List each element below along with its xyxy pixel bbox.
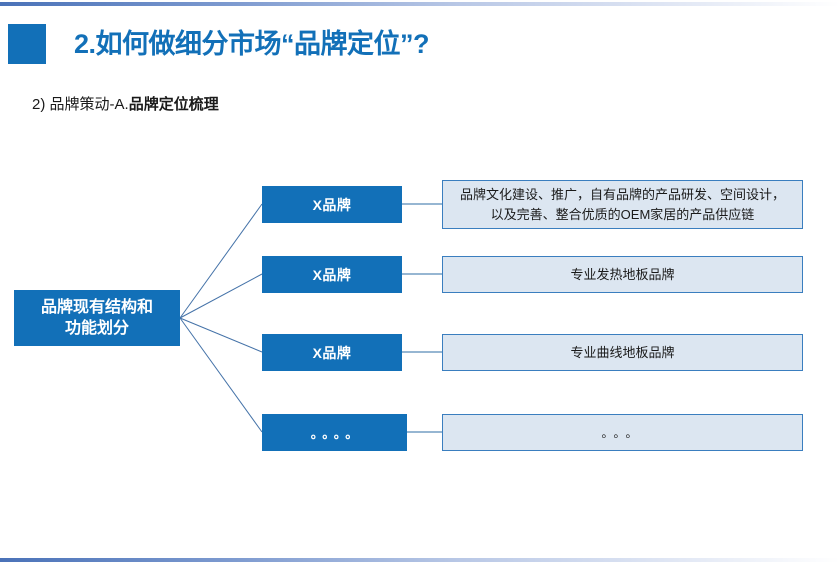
description-node-1[interactable]: 品牌文化建设、推广，自有品牌的产品研发、空间设计， 以及完善、整合优质的OEM家… [442,180,803,229]
subtitle-strong-text: 品牌定位梳理 [128,96,219,113]
description-node-2[interactable]: 专业发热地板品牌 [442,256,803,293]
description-node-4-line1: 。。。 [601,425,644,440]
description-node-1-line1: 品牌文化建设、推广，自有品牌的产品研发、空间设计， [459,186,785,202]
root-node-label-line1: 品牌现有结构和 [40,299,153,316]
brand-node-1[interactable]: X品牌 [262,186,402,223]
brand-node-2[interactable]: X品牌 [262,256,402,293]
brand-node-3[interactable]: X品牌 [262,334,402,371]
bottom-gradient-rule [0,558,840,562]
root-node-label-line2: 功能划分 [64,320,129,337]
description-node-3[interactable]: 专业曲线地板品牌 [442,334,803,371]
page-title: 2.如何做细分市场“品牌定位”? [74,29,430,59]
subtitle: 2) 品牌策动-A.品牌定位梳理 [32,93,219,114]
description-node-1-line2: 以及完善、整合优质的OEM家居的产品供应链 [490,206,755,222]
subtitle-plain-text: 2) 品牌策动-A. [32,96,129,113]
brand-node-4[interactable]: 。。。。 [262,414,407,451]
description-node-4[interactable]: 。。。 [442,414,803,451]
title-accent-swatch [8,24,46,64]
root-node[interactable]: X品牌 品牌现有结构和 功能划分 [14,290,180,346]
description-node-3-line1: 专业曲线地板品牌 [570,344,675,360]
top-gradient-rule [0,2,840,6]
description-node-2-line1: 专业发热地板品牌 [570,266,675,282]
